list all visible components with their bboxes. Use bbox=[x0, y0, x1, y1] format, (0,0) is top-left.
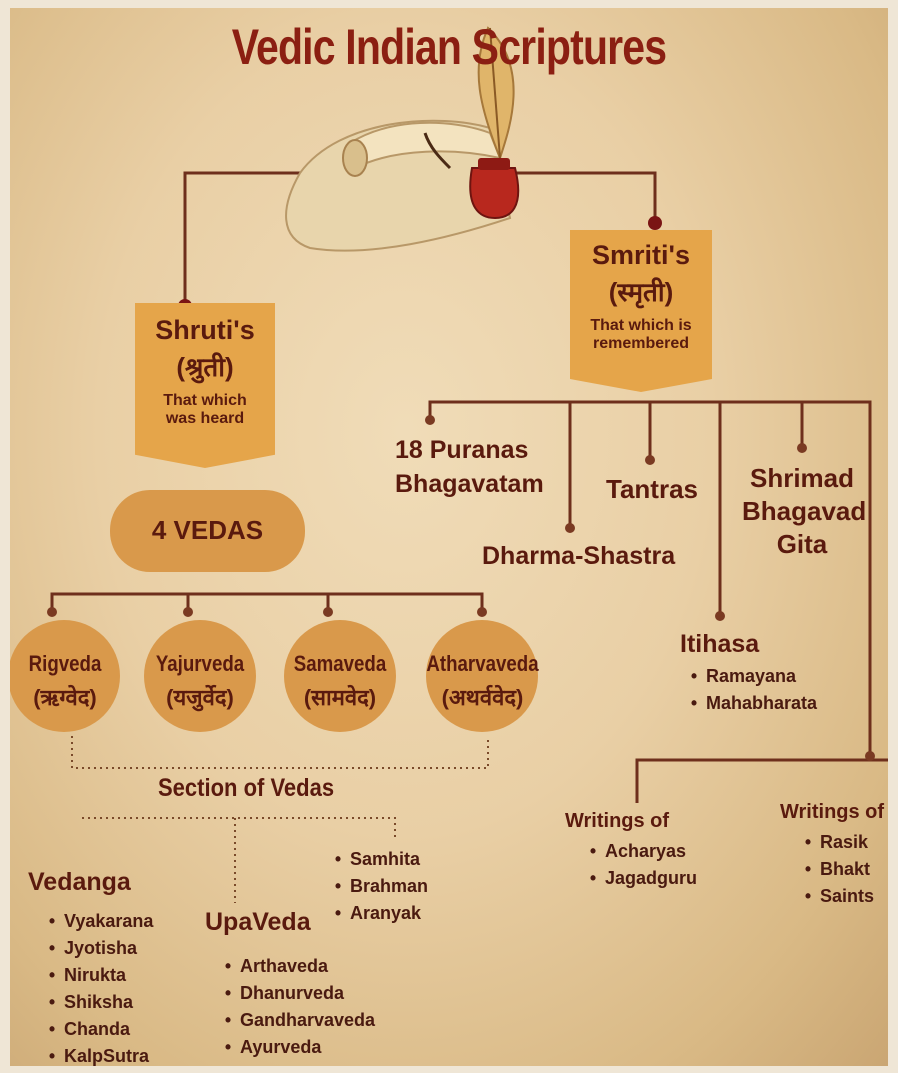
samhita-list: Samhita Brahman Aranyak bbox=[328, 846, 428, 927]
shruti-meaning-2: was heard bbox=[135, 410, 275, 428]
itihasa-list: Ramayana Mahabharata bbox=[684, 663, 817, 717]
list-item: Vyakarana bbox=[42, 908, 153, 935]
list-item: Jagadguru bbox=[583, 865, 697, 892]
list-item: Aranyak bbox=[328, 900, 428, 927]
writings-rasik-title: Writings of bbox=[780, 801, 884, 824]
tantras: Tantras bbox=[606, 474, 698, 505]
page-title: Vedic Indian Scriptures bbox=[89, 18, 809, 76]
list-item: Arthaveda bbox=[218, 953, 375, 980]
poster: Vedic Indian Scriptures Shruti's (श्रुती… bbox=[10, 8, 888, 1066]
writings-acharyas-list: Acharyas Jagadguru bbox=[583, 838, 697, 892]
list-item: Samhita bbox=[328, 846, 428, 873]
veda-dev-rigveda: (ऋग्वेद) bbox=[10, 682, 130, 712]
inkpot-icon bbox=[470, 158, 518, 218]
veda-name-yajurveda: Yajurveda bbox=[145, 651, 256, 677]
list-item: Chanda bbox=[42, 1016, 153, 1043]
smriti-devanagari: (स्मृती) bbox=[570, 273, 712, 309]
vedanga-list: Vyakarana Jyotisha Nirukta Shiksha Chand… bbox=[42, 908, 153, 1066]
veda-dev-yajurveda: (यजुर्वेद) bbox=[135, 682, 265, 712]
list-item: Ayurveda bbox=[218, 1034, 375, 1061]
puranas-line-2: Bhagavatam bbox=[395, 470, 544, 499]
list-item: Rasik bbox=[798, 829, 874, 856]
vedanga-title: Vedanga bbox=[28, 868, 131, 897]
shruti-box: Shruti's (श्रुती) That which was heard bbox=[135, 303, 275, 468]
veda-dev-atharvaveda: (अथर्ववेद) bbox=[415, 682, 550, 712]
list-item: Ramayana bbox=[684, 663, 817, 690]
gita-line-1: Shrimad bbox=[742, 463, 862, 494]
puranas-line-1: 18 Puranas bbox=[395, 436, 528, 465]
veda-name-samaveda: Samaveda bbox=[285, 651, 396, 677]
veda-name-rigveda: Rigveda bbox=[10, 651, 120, 677]
list-item: Bhakt bbox=[798, 856, 874, 883]
list-item: Jyotisha bbox=[42, 935, 153, 962]
list-item: Saints bbox=[798, 883, 874, 910]
gita-line-2: Bhagavad bbox=[742, 496, 862, 527]
upaveda-title: UpaVeda bbox=[205, 908, 311, 937]
smriti-name: Smriti's bbox=[570, 240, 712, 271]
smriti-meaning-2: remembered bbox=[570, 335, 712, 353]
writings-acharyas-title: Writings of bbox=[565, 810, 669, 833]
list-item: Gandharvaveda bbox=[218, 1007, 375, 1034]
section-of-vedas-label: Section of Vedas bbox=[158, 774, 334, 803]
shruti-meaning-1: That which bbox=[135, 392, 275, 410]
itihasa-title: Itihasa bbox=[680, 630, 759, 659]
four-vedas-label: 4 VEDAS bbox=[110, 515, 305, 546]
list-item: Shiksha bbox=[42, 989, 153, 1016]
writings-rasik-list: Rasik Bhakt Saints bbox=[798, 829, 874, 910]
list-item: Dhanurveda bbox=[218, 980, 375, 1007]
gita-line-3: Gita bbox=[742, 529, 862, 560]
list-item: Nirukta bbox=[42, 962, 153, 989]
four-vedas-pill: 4 VEDAS bbox=[110, 490, 305, 572]
shruti-devanagari: (श्रुती) bbox=[135, 348, 275, 384]
smriti-box: Smriti's (स्मृती) That which is remember… bbox=[570, 230, 712, 392]
list-item: KalpSutra bbox=[42, 1043, 153, 1066]
list-item: Mahabharata bbox=[684, 690, 817, 717]
veda-dev-samaveda: (सामवेद) bbox=[275, 682, 405, 712]
upaveda-list: Arthaveda Dhanurveda Gandharvaveda Ayurv… bbox=[218, 953, 375, 1061]
dharma-shastra: Dharma-Shastra bbox=[482, 542, 675, 571]
list-item: Brahman bbox=[328, 873, 428, 900]
veda-name-atharvaveda: Atharvaveda bbox=[421, 651, 544, 677]
connector-smriti bbox=[515, 173, 655, 223]
list-item: Acharyas bbox=[583, 838, 697, 865]
shruti-name: Shruti's bbox=[135, 315, 275, 346]
smriti-meaning-1: That which is bbox=[570, 317, 712, 335]
